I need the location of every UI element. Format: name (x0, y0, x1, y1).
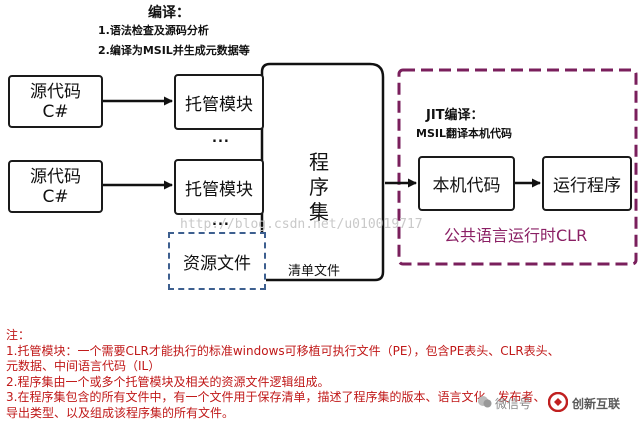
resource-file-label: 资源文件 (183, 253, 251, 274)
note-line: 3.在程序集包含的所有文件中，有一个文件用于保存清单，描述了程序集的版本、语言文… (6, 390, 546, 404)
native-code-label: 本机代码 (432, 176, 501, 196)
managed-module-label: 托管模块 (185, 179, 253, 200)
wechat-label: 微信号 (495, 397, 532, 411)
native-code-box: 本机代码 (418, 156, 515, 211)
note-line: 1.托管模块：一个需要CLR才能执行的标准windows可移植可执行文件（PE）… (6, 343, 560, 358)
compile-step-1: 1.语法检查及源码分析 (98, 24, 209, 37)
brand-logo-icon (547, 391, 569, 413)
run-program-box: 运行程序 (542, 156, 632, 211)
source-code-box-1: 源代码 C# (8, 75, 103, 128)
clr-region (397, 68, 638, 266)
ellipsis: ... (212, 131, 230, 146)
clr-label: 公共语言运行时CLR (444, 226, 588, 245)
note-line: 2.程序集由一个或多个托管模块及相关的资源文件逻辑组成。 (6, 374, 330, 389)
watermark-url: http://blog.csdn.net/u010019717 (180, 217, 423, 232)
run-program-label: 运行程序 (553, 176, 621, 196)
jit-description: MSIL翻译本机代码 (416, 127, 512, 140)
source-code-box-2: 源代码 C# (8, 160, 103, 213)
source-code-label: 源代码 (30, 166, 81, 187)
note-line: 元数据、中间语言代码（IL） (6, 359, 161, 373)
managed-module-box-2: 托管模块 (174, 159, 264, 215)
wechat-icon (477, 394, 493, 410)
source-code-label: 源代码 (30, 81, 81, 102)
source-lang-label: C# (42, 101, 69, 122)
note-line: 导出类型、以及组成该程序集的所有文件。 (6, 405, 235, 420)
ellipsis: ... (212, 214, 230, 229)
brand-name: 创新互联 (572, 397, 621, 411)
managed-module-label: 托管模块 (185, 94, 253, 115)
jit-title: JIT编译： (426, 108, 484, 123)
notes-title: 注： (6, 328, 31, 342)
managed-module-box-1: 托管模块 (174, 74, 264, 130)
assembly-label: 程序集 (309, 150, 329, 224)
manifest-file-label: 清单文件 (288, 264, 341, 279)
source-lang-label: C# (42, 186, 69, 207)
resource-file-box: 资源文件 (168, 232, 266, 290)
notes-section: 注： 1.托管模块：一个需要CLR才能执行的标准windows可移植可执行文件（… (6, 328, 606, 421)
compile-step-2: 2.编译为MSIL并生成元数据等 (98, 44, 250, 57)
compile-title: 编译： (148, 5, 190, 21)
